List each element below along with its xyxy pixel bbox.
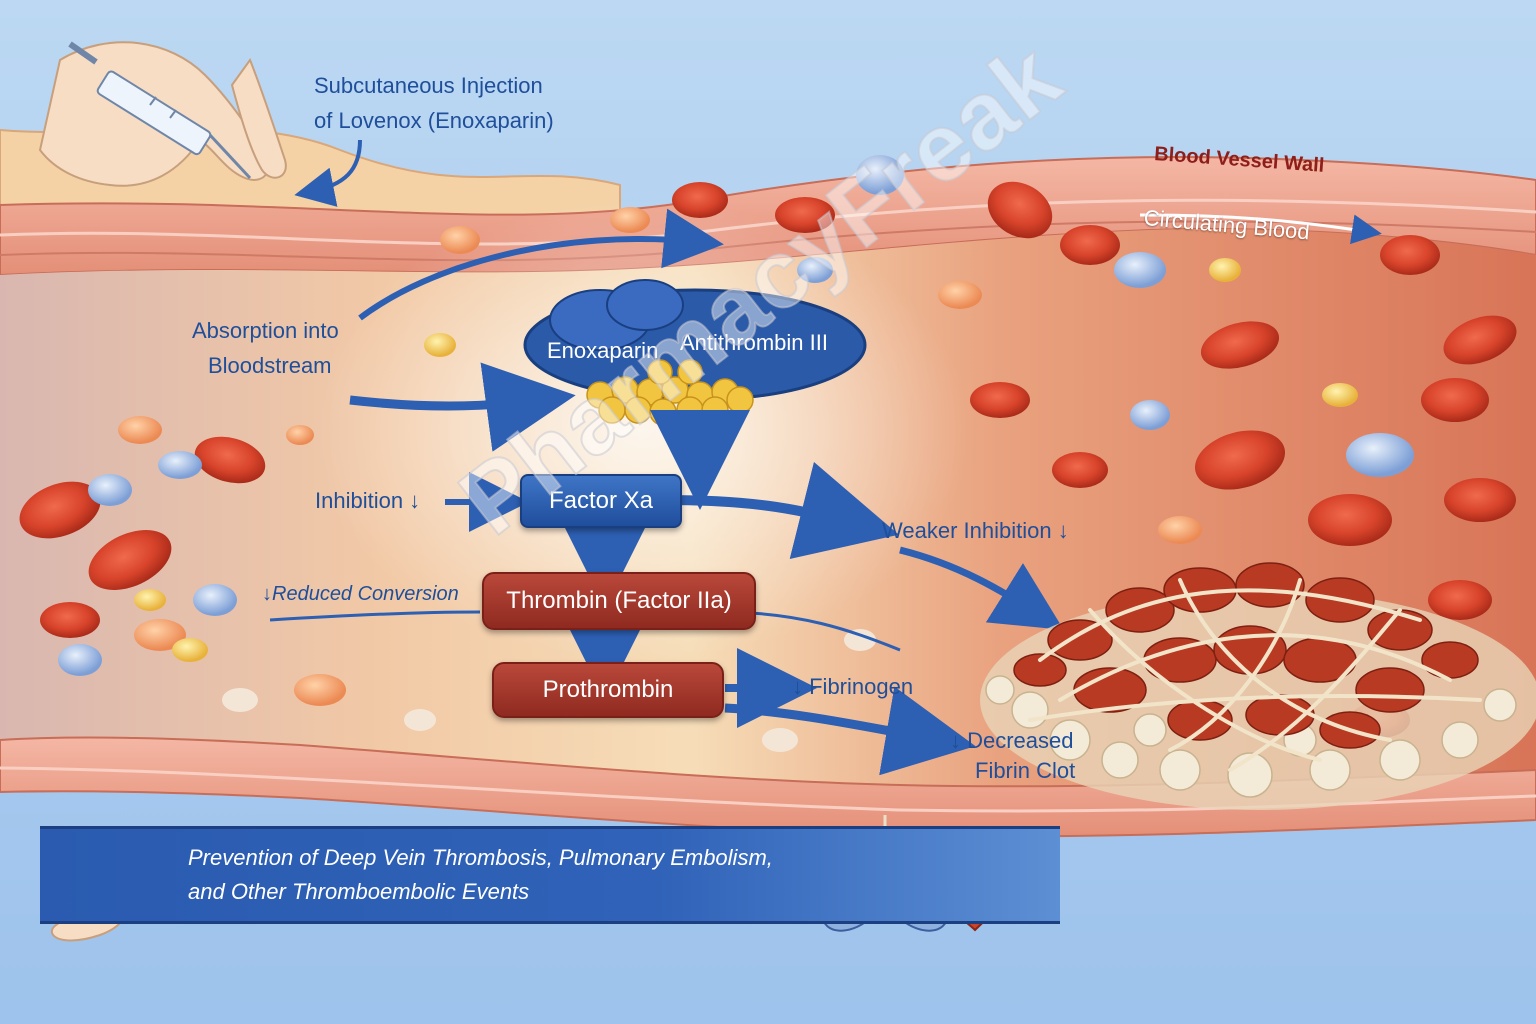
banner-line2: and Other Thromboembolic Events — [188, 879, 530, 904]
absorption-arrow-top — [358, 208, 724, 321]
outcome-banner: Prevention of Deep Vein Thrombosis, Pulm… — [40, 826, 1060, 924]
prothrombin-box: Prothrombin — [492, 662, 724, 718]
injection-label-line2: of Lovenox (Enoxaparin) — [314, 108, 554, 133]
pathway-arrows — [269, 410, 1064, 776]
lower-vessel-wall — [0, 736, 1536, 838]
decreased-label-line2: Fibrin Clot — [975, 758, 1076, 783]
white-cells-and-platelets — [58, 155, 1414, 752]
banner-line1: Prevention of Deep Vein Thrombosis, Pulm… — [188, 845, 773, 870]
enoxaparin-label: Enoxaparin — [547, 338, 659, 363]
red-blood-cells — [19, 181, 1517, 738]
absorption-label-line1: Absorption into — [192, 318, 339, 343]
absorption-arrow-main — [349, 362, 576, 452]
clot-icon — [980, 562, 1536, 810]
syringe-icon — [68, 41, 252, 180]
weaker-inhibition-label: Weaker Inhibition ↓ — [882, 518, 1069, 543]
absorption-label-line2: Bloodstream — [208, 353, 332, 378]
fibrinogen-label: ↓ Fibrinogen — [792, 674, 914, 699]
factor-xa-box: Factor Xa — [520, 474, 682, 528]
reduced-conversion-label: ↓Reduced Conversion — [262, 583, 459, 605]
inhibition-label: Inhibition ↓ — [315, 488, 421, 513]
thrombin-box: Thrombin (Factor IIa) — [482, 572, 756, 630]
decreased-label-line1: ↓ Decreased — [950, 728, 1074, 753]
antithrombin-label: Antithrombin III — [680, 330, 828, 355]
injection-arrow — [294, 139, 362, 207]
injection-label-line1: Subcutaneous Injection — [314, 73, 543, 98]
circulating-arrow — [1139, 213, 1382, 245]
